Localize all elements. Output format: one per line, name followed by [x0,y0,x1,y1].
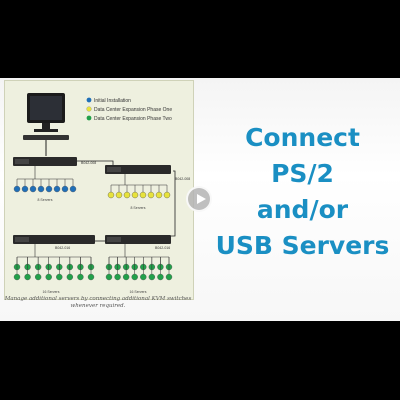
headline: Connect PS/2 and/or USB Servers [205,120,400,264]
headline-line-4: USB Servers [215,231,390,260]
server-node [77,273,84,281]
headline-line-1: Connect [245,123,360,152]
server-node [114,273,121,281]
switch-model-label: B042-008 [81,161,96,165]
legend-marker-phase-one [86,106,92,112]
server-node [123,191,131,199]
server-node [53,185,61,193]
server-node [131,273,138,281]
kvm-diagram: Initial Installation Data Center Expansi… [4,80,194,300]
server-node [37,185,45,193]
server-node [13,273,21,281]
server-node [115,191,123,199]
server-node [29,185,37,193]
kvm-diagram-svg: Initial Installation Data Center Expansi… [13,93,190,294]
server-node [165,273,173,281]
server-node [21,185,29,193]
server-count-label: 16 Servers [43,290,60,294]
server-group-phase-two-a [13,244,95,281]
switch-model-label: B042-008 [175,177,190,181]
server-node [24,273,31,281]
server-node [87,273,95,281]
kvm-switch-phase-two-a: B042-016 [13,235,95,250]
server-group-phase-one [107,174,171,199]
server-node [61,185,69,193]
headline-line-3: and/or [256,195,349,224]
server-node [56,273,63,281]
switch-model-label: B042-016 [55,246,70,250]
kvm-switch-initial: B042-008 [13,157,96,166]
server-count-label: 8 Servers [38,198,53,202]
server-count-label: 8 Servers [131,206,146,210]
server-node [148,273,156,281]
monitor-icon [23,93,69,140]
legend: Initial Installation Data Center Expansi… [86,97,172,122]
diagram-caption: Manage additional servers by connecting … [4,296,192,309]
legend-label-phase-one: Data Center Expansion Phase One [94,107,172,113]
server-node [69,185,77,193]
server-node [139,191,147,199]
server-group-phase-two-b [105,244,173,281]
legend-label-phase-two: Data Center Expansion Phase Two [94,116,172,122]
server-count-label: 16 Servers [130,290,147,294]
server-node [155,191,163,199]
server-node [105,273,113,281]
server-node [122,273,130,281]
server-node [45,273,52,281]
server-node [107,191,115,199]
play-icon[interactable] [186,186,212,212]
server-node [66,273,74,281]
legend-marker-phase-two [86,115,92,121]
server-node [157,273,164,281]
legend-label-initial: Initial Installation [94,98,131,104]
kvm-switch-phase-two-b: B042-016 [105,235,171,250]
server-node [140,273,147,281]
server-node [147,191,155,199]
kvm-switch-phase-one: B042-008 [105,165,190,181]
server-node [34,273,42,281]
headline-line-2: PS/2 [271,159,334,188]
server-node [131,191,139,199]
legend-marker-initial [86,97,92,103]
server-node [163,191,171,199]
server-node [45,185,53,193]
switch-model-label: B042-016 [155,246,170,250]
server-node [13,185,21,193]
server-group-initial [13,166,77,193]
